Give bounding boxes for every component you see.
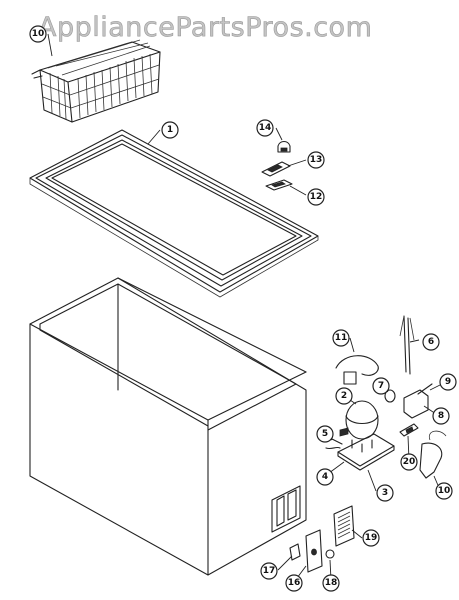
callout-19: 19 (362, 529, 380, 547)
svg-text:8: 8 (438, 411, 444, 421)
freezer-cabinet (29, 277, 307, 576)
svg-text:10: 10 (438, 486, 451, 496)
svg-text:9: 9 (445, 377, 451, 387)
callout-11: 11 (332, 329, 350, 347)
callout-13: 13 (307, 151, 325, 169)
callout-18: 18 (322, 574, 340, 592)
svg-text:6: 6 (428, 337, 434, 347)
svg-text:13: 13 (310, 155, 323, 165)
svg-text:3: 3 (382, 488, 388, 498)
callout-17: 17 (260, 562, 278, 580)
callout-12: 12 (307, 188, 325, 206)
callout-3: 3 (376, 484, 394, 502)
callout-2: 2 (335, 387, 353, 405)
svg-text:10: 10 (32, 29, 45, 39)
svg-text:20: 20 (403, 457, 416, 467)
callouts: 10 1 14 13 12 11 6 2 7 9 8 5 4 3 20 10 1… (29, 25, 457, 592)
callout-16: 16 (285, 574, 303, 592)
svg-text:16: 16 (288, 578, 301, 588)
wire-basket (31, 39, 161, 123)
lid-hardware (261, 140, 293, 191)
callout-1: 1 (161, 121, 179, 139)
callout-10: 10 (435, 482, 453, 500)
callout-6: 6 (422, 333, 440, 351)
svg-text:11: 11 (335, 333, 348, 343)
callout-10-basket: 10 (29, 25, 47, 43)
svg-text:1: 1 (167, 125, 173, 135)
svg-text:18: 18 (325, 578, 338, 588)
svg-text:12: 12 (310, 192, 323, 202)
callout-20: 20 (400, 453, 418, 471)
svg-text:4: 4 (322, 472, 328, 482)
callout-5: 5 (316, 425, 334, 443)
callout-7: 7 (372, 377, 390, 395)
svg-text:17: 17 (263, 566, 276, 576)
svg-text:5: 5 (322, 429, 328, 439)
svg-text:7: 7 (378, 381, 384, 391)
svg-text:2: 2 (341, 391, 347, 401)
callout-14: 14 (256, 119, 274, 137)
callout-8: 8 (432, 407, 450, 425)
svg-text:19: 19 (365, 533, 378, 543)
watermark: AppliancePartsPros.com (38, 12, 372, 43)
compressor-assembly (325, 315, 447, 479)
svg-text:14: 14 (259, 123, 272, 133)
callout-4: 4 (316, 468, 334, 486)
lid-gasket-frame (29, 129, 319, 298)
callout-9: 9 (439, 373, 457, 391)
bottom-parts (289, 505, 355, 573)
